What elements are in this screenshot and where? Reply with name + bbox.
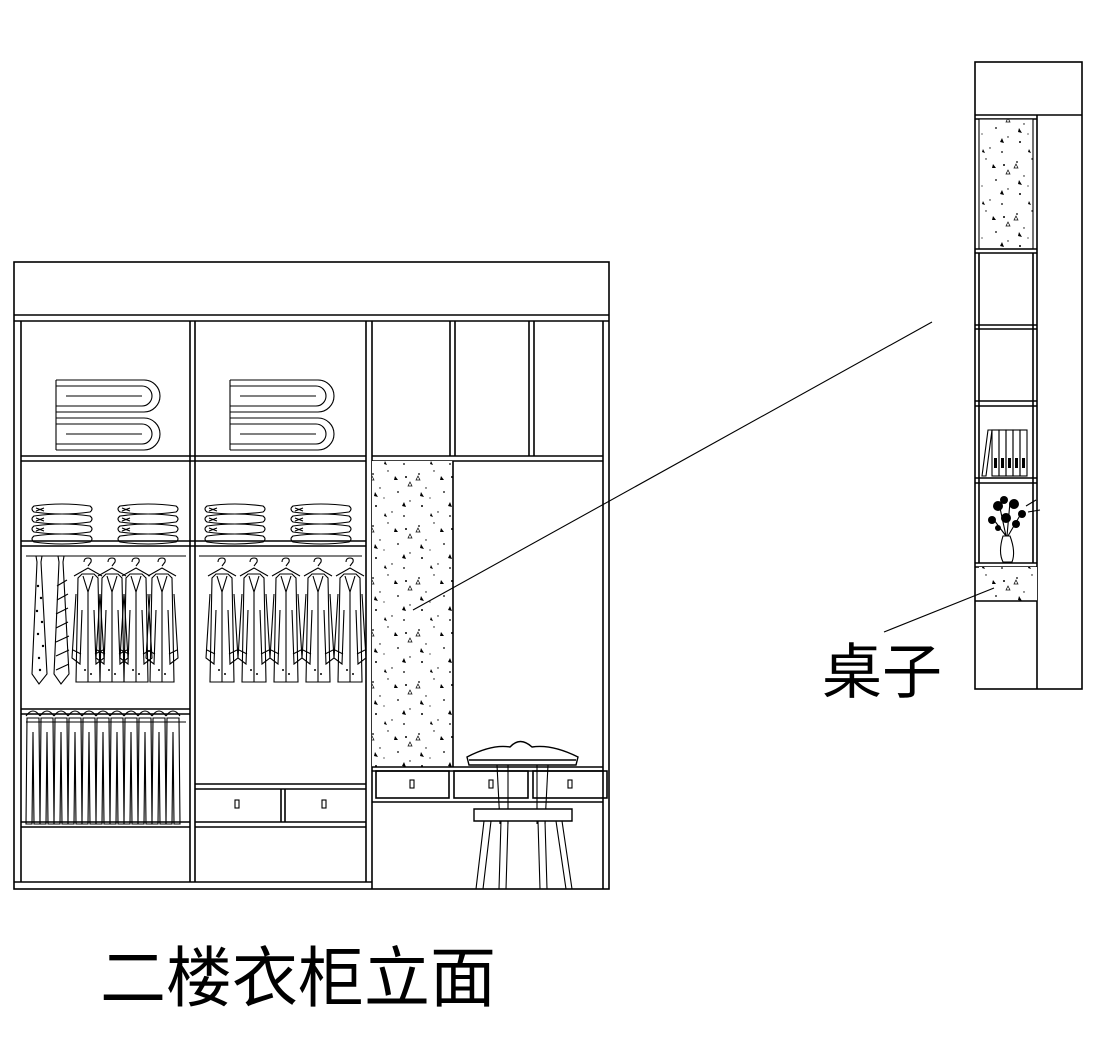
leader-line-mirror <box>412 321 933 611</box>
leader-line-desk <box>883 587 995 633</box>
books <box>981 429 1028 477</box>
drawing-title: 二楼衣柜立面 <box>100 940 496 1017</box>
flower-vase <box>988 496 1041 563</box>
wardrobe-main-elevation <box>13 261 610 890</box>
desk-label: 桌子 <box>822 638 942 708</box>
chair <box>466 740 579 890</box>
wardrobe-side-section <box>974 61 1083 690</box>
